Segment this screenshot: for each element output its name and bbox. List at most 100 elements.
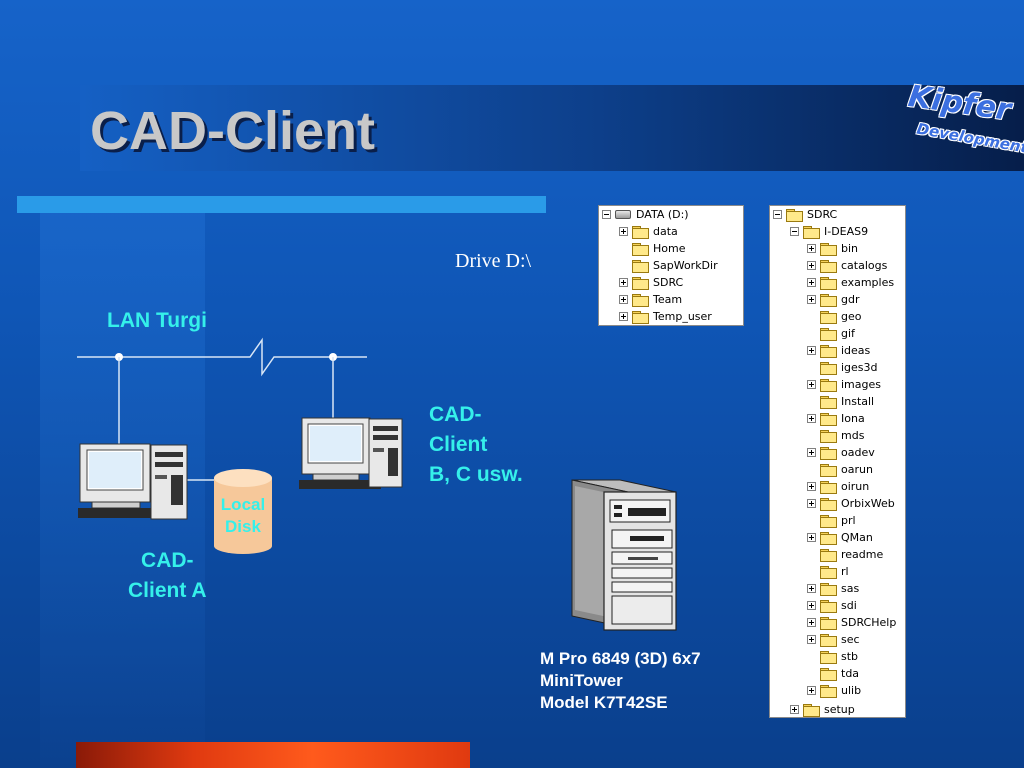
tree-item-ulib[interactable]: ulib [807,682,861,699]
tree-item-setup[interactable]: setup [790,701,855,718]
tree-subroot-label: I-DEAS9 [824,225,869,238]
tree-item-sdi[interactable]: sdi [807,597,857,614]
expand-icon[interactable] [807,635,816,644]
tree-item-label: oarun [841,463,873,476]
tree-subroot-row[interactable]: I-DEAS9 [790,223,868,240]
tree-root-row[interactable]: DATA (D:) [602,206,689,223]
tree-item-images[interactable]: images [807,376,881,393]
tree-item-label: SDRC [653,276,684,289]
tree-item-gif[interactable]: gif [807,325,855,342]
tree-item-sec[interactable]: sec [807,631,860,648]
expand-icon[interactable] [619,278,628,287]
tree-item-team[interactable]: Team [619,291,682,308]
tree-item-geo[interactable]: geo [807,308,861,325]
expand-icon[interactable] [807,482,816,491]
folder-icon [820,684,837,698]
expand-icon[interactable] [790,705,799,714]
expand-icon[interactable] [807,601,816,610]
tree-item-label: prl [841,514,856,527]
tree-item-qman[interactable]: QMan [807,529,873,546]
tower-caption: M Pro 6849 (3D) 6x7 MiniTower Model K7T4… [540,649,701,712]
folder-icon [632,259,649,273]
expand-icon[interactable] [619,227,628,236]
expand-icon[interactable] [619,312,628,321]
folder-icon [632,242,649,256]
tree-item-label: gdr [841,293,860,306]
tree-item-prl[interactable]: prl [807,512,856,529]
expand-icon[interactable] [807,584,816,593]
tree-item-sapworkdir[interactable]: SapWorkDir [619,257,718,274]
tree-item-catalogs[interactable]: catalogs [807,257,887,274]
folder-icon [632,225,649,239]
expand-icon[interactable] [619,295,628,304]
tree-item-label: QMan [841,531,873,544]
tree-item-stb[interactable]: stb [807,648,858,665]
folder-icon [820,633,837,647]
tree-item-readme[interactable]: readme [807,546,883,563]
tree-root-row[interactable]: SDRC [773,206,837,223]
folder-icon [820,514,837,528]
tree-item-oadev[interactable]: oadev [807,444,875,461]
tree-item-oirun[interactable]: oirun [807,478,869,495]
tree-item-oarun[interactable]: oarun [807,461,873,478]
folder-icon [803,703,820,717]
tree-item-ideas[interactable]: ideas [807,342,870,359]
tree-item-gdr[interactable]: gdr [807,291,860,308]
expand-icon[interactable] [807,686,816,695]
collapse-icon[interactable] [773,210,782,219]
expand-icon[interactable] [807,295,816,304]
expand-icon[interactable] [807,244,816,253]
tree-item-home[interactable]: Home [619,240,685,257]
tree-item-sdrc[interactable]: SDRC [619,274,683,291]
tree-item-label: mds [841,429,865,442]
accent-bar [17,196,546,213]
expand-icon[interactable] [807,618,816,627]
expand-icon[interactable] [807,414,816,423]
tree-item-label: OrbixWeb [841,497,895,510]
tree-item-label: oadev [841,446,875,459]
tree-item-iges3d[interactable]: iges3d [807,359,878,376]
tree-item-bin[interactable]: bin [807,240,858,257]
tree-item-label: rl [841,565,849,578]
tree-item-temp-user[interactable]: Temp_user [619,308,712,325]
expand-icon[interactable] [807,499,816,508]
tree-item-label: geo [841,310,862,323]
tree-item-label: ideas [841,344,871,357]
tree-item-sas[interactable]: sas [807,580,859,597]
folder-icon [820,429,837,443]
title-bar [80,85,1024,171]
expand-icon[interactable] [807,278,816,287]
tree-item-label: Install [841,395,875,408]
tree-item-iona[interactable]: Iona [807,410,865,427]
folder-icon [786,208,803,222]
tree-item-data[interactable]: data [619,223,678,240]
folder-icon [820,361,837,375]
folder-icon [820,276,837,290]
expand-icon[interactable] [807,533,816,542]
tree-item-mds[interactable]: mds [807,427,864,444]
local-disk-icon [214,469,272,554]
bottom-accent-bar [76,742,470,768]
tree-item-install[interactable]: Install [807,393,874,410]
expand-icon[interactable] [807,261,816,270]
collapse-icon[interactable] [602,210,611,219]
expand-icon[interactable] [807,346,816,355]
expand-icon[interactable] [807,448,816,457]
tree-item-sdrchelp[interactable]: SDRCHelp [807,614,896,631]
tree-item-tda[interactable]: tda [807,665,859,682]
tree-item-examples[interactable]: examples [807,274,894,291]
lan-line [77,337,367,377]
collapse-icon[interactable] [790,227,799,236]
local-disk-label: Local Disk [220,495,266,536]
tree-item-label: sdi [841,599,857,612]
workstation-a-icon [78,443,188,520]
folder-icon [632,310,649,324]
tree-root-label: DATA (D:) [636,208,689,221]
tree-item-orbixweb[interactable]: OrbixWeb [807,495,895,512]
tree-item-rl[interactable]: rl [807,563,849,580]
expand-icon[interactable] [807,380,816,389]
minitower-icon [571,479,677,631]
tree-item-label: setup [824,703,855,716]
folder-icon [820,650,837,664]
